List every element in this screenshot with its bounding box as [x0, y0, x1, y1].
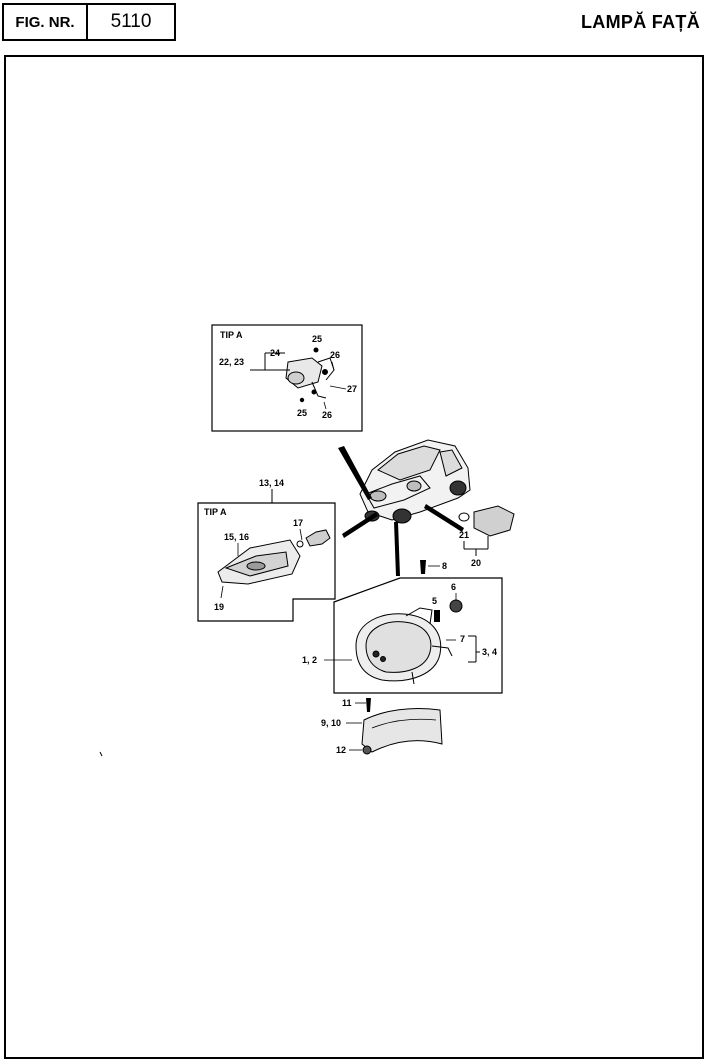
bracket-assembly-drawing	[285, 357, 335, 399]
figure-number-box: FIG. NR. 5110	[2, 3, 176, 41]
figure-number: 5110	[110, 11, 152, 32]
fog-lamp-drawing	[217, 529, 331, 585]
callout-17: 17	[293, 518, 303, 528]
callout-19: 19	[214, 602, 224, 612]
callout-12: 12	[336, 745, 346, 755]
callout-8: 8	[442, 561, 447, 571]
callout-24: 24	[270, 348, 280, 358]
stray-mark	[99, 751, 103, 757]
callout-25-bottom: 25	[297, 408, 307, 418]
callout-15-16: 15, 16	[224, 532, 249, 542]
callout-26-bottom: 26	[322, 410, 332, 420]
callout-22-23: 22, 23	[219, 357, 244, 367]
tip-a-top-box: TIP A 24 22, 23 25 26 27 25 26	[211, 324, 363, 432]
headlamp-box: 6 5 7 3, 4 1, 2	[302, 577, 503, 694]
side-repeater-group: 21 20 8	[420, 505, 515, 574]
callout-26-top: 26	[330, 350, 340, 360]
callout-25-top: 25	[312, 334, 322, 344]
figure-label: FIG. NR.	[4, 5, 88, 39]
tip-a-left-box: 13, 14 TIP A 17 15, 16 19	[197, 478, 336, 622]
callout-21: 21	[459, 530, 469, 540]
callout-6: 6	[451, 582, 456, 592]
tip-a-left-label: TIP A	[204, 507, 227, 517]
callout-11: 11	[342, 698, 352, 708]
page-title: LAMPĂ FAȚĂ	[581, 12, 700, 32]
callout-7: 7	[460, 634, 465, 644]
callout-3-4: 3, 4	[482, 647, 497, 657]
diagram-frame	[4, 55, 704, 1059]
headlamp-drawing	[355, 607, 453, 685]
callout-5: 5	[432, 596, 437, 606]
lower-trim-group: 11 9, 10 12	[321, 698, 443, 755]
callout-1-2: 1, 2	[302, 655, 317, 665]
callout-13-14: 13, 14	[259, 478, 284, 488]
callout-20: 20	[471, 558, 481, 568]
car-drawing	[359, 439, 471, 524]
callout-27: 27	[347, 384, 357, 394]
tip-a-top-label: TIP A	[220, 330, 243, 340]
car-leader-wedges	[338, 446, 464, 576]
callout-9-10: 9, 10	[321, 718, 341, 728]
